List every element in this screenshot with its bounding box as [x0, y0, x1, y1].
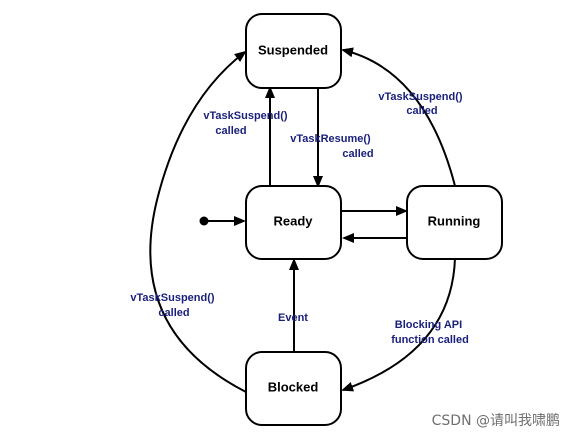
state-ready-label: Ready: [273, 213, 313, 228]
state-suspended-label: Suspended: [258, 42, 328, 57]
state-blocked: Blocked: [245, 351, 342, 426]
label-running-to-suspended: vTaskSuspend() called: [378, 91, 465, 117]
edge-running-to-suspended: [341, 47, 456, 187]
watermark: CSDN @请叫我啸鹏: [431, 413, 560, 429]
initial-state-dot: [199, 216, 209, 226]
label-running-to-blocked: Blocking API function called: [391, 319, 469, 346]
state-blocked-label: Blocked: [268, 379, 319, 394]
state-ready: Ready: [245, 185, 342, 260]
edge-blocked-to-suspended: [149, 50, 247, 393]
label-ready-to-suspended: vTaskSuspend() called: [203, 110, 290, 137]
label-blocked-to-ready: Event: [278, 312, 308, 324]
label-blocked-to-suspended: vTaskSuspend() called: [130, 292, 217, 319]
label-suspended-to-ready: vTaskResume() called: [290, 133, 374, 160]
state-running-label: Running: [428, 213, 481, 228]
edge-running-to-blocked: [341, 257, 456, 392]
state-running: Running: [406, 185, 503, 260]
state-suspended: Suspended: [245, 13, 342, 89]
